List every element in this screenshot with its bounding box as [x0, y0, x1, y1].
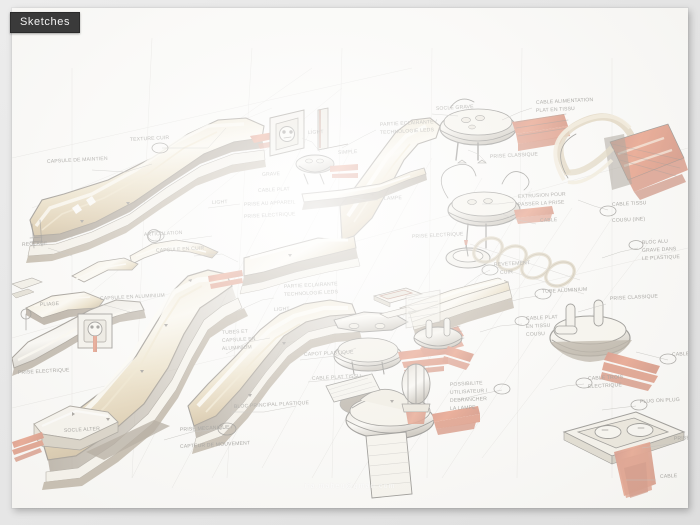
sketch-annotation: PLUG ON PLUG — [640, 397, 680, 405]
sketch-annotation: PRISE CLASSIQUE — [490, 151, 539, 160]
sketch-annotation: LE PLASTIQUE — [642, 254, 681, 262]
sketch-annotation: UTILISATEUR / — [450, 388, 488, 396]
chaise-longue-mid — [187, 299, 362, 454]
sketch-annotation: CABLE TROIS — [588, 374, 624, 382]
sketch-annotation: LIGHT — [308, 129, 324, 136]
lamp-head-left — [401, 363, 431, 424]
sketch-annotation: COUSU — [526, 331, 546, 338]
recessed-socket — [562, 411, 686, 498]
sketch-annotation: PLAT EN TISSU — [536, 106, 575, 114]
sketch-annotation: BLOC PRINCIPAL PLASTIQUE — [234, 400, 310, 410]
articulation-arm — [129, 229, 219, 265]
sketch-annotation: POSSIBILITE — [450, 380, 484, 388]
sketch-annotation: ARTICULATION — [144, 230, 183, 238]
sketch-annotation: PRISE CLASSIQUE — [610, 293, 659, 302]
sketch-annotation: PRISE MECANIQUE / — [180, 424, 234, 433]
sketch-annotation: SIMPLE — [338, 149, 358, 156]
sketch-annotation: LA LAMPE — [450, 405, 477, 412]
sketch-annotation: CUIR — [500, 269, 514, 276]
sketch-annotation: CABLE PLAT TISSU — [312, 373, 362, 382]
sketch-annotation: COUSU (INE) — [612, 216, 646, 224]
sketch-annotation: PRISE ELECTRIQUE — [412, 231, 464, 240]
sketch-annotation: TECHNOLOGIE LEDS — [380, 127, 435, 136]
sketch-annotation: LIGHT — [274, 306, 290, 313]
sketch-annotation: CAPTEUR DE MOUVEMENT — [180, 440, 251, 450]
sketch-annotation: CABLE — [660, 473, 678, 480]
sketch-annotation: CABLE PLAT — [526, 314, 558, 322]
sketch-annotation: CAPSULE EN — [222, 336, 256, 344]
chaise-longue-top-left — [26, 117, 282, 263]
sketch-annotation: PASSER LA PRISE — [518, 200, 565, 208]
sketch-annotation: CABLE — [540, 217, 558, 224]
sketch-annotation: CAPSULE DE MAINTIEN — [47, 156, 108, 165]
plug-round-bottom — [549, 299, 660, 391]
sketch-artwork: .ink { stroke:#3c3a36; fill:none; stroke… — [12, 37, 688, 499]
misc-detail-left — [12, 277, 43, 331]
plug-round-center-small — [295, 154, 358, 185]
sketch-annotation: TECHNOLOGIE LEDS — [284, 289, 339, 298]
plug-small-left — [405, 289, 474, 370]
lounger-top-center — [208, 117, 441, 295]
sketch-annotation: TEXTURE CUIR — [130, 135, 170, 143]
sketch-annotation: PRISE ELECTRIQUE — [18, 367, 70, 376]
sketch-annotation: LAMPE — [384, 195, 403, 202]
annotation-layer: TEXTURE CUIR CAPSULE DE MAINTIEN REGLAGE AR… — [18, 97, 688, 480]
sketch-annotation: EXTRUSION POUR — [518, 191, 566, 200]
sketch-annotation: DEBRANCHER — [450, 396, 488, 404]
sketch-annotation: PRISE ENCASTREE — [674, 433, 688, 442]
plug-round-top — [439, 98, 570, 164]
sketch-annotation: PRISE AU APPAREIL — [244, 199, 296, 208]
bowl-capsule-bottom — [325, 373, 480, 499]
sketch-annotation: PARTIE ECLAIRANTE — [284, 281, 339, 290]
sketch-annotation: GRAVE — [262, 171, 281, 178]
sketch-annotation: CAPSULE EN ALUMINIUM — [100, 293, 165, 302]
cable-ribbon — [553, 113, 688, 200]
sketch-annotation: CABLE ALIMENTATION — [536, 97, 594, 106]
sketch-annotation: SOCLE GRAVE — [436, 104, 475, 112]
sketch-annotation: PLIAGE — [40, 301, 60, 308]
coil-spring — [469, 236, 585, 295]
sketch-annotation: PARTIE ECLAIRANTE / — [380, 119, 438, 128]
sketch-annotation: CABLE TISSU — [672, 350, 688, 358]
sketch-annotation: SOCLE ALTER — [64, 426, 101, 434]
wall-socket-top — [269, 107, 349, 157]
wall-socket-left — [77, 313, 113, 352]
sketch-annotation: CAPOT PLASTIQUE — [304, 349, 354, 358]
sketch-annotation: PRISE ELECTRIQUE — [244, 211, 296, 220]
sketch-annotation: BLOC ALU — [642, 239, 669, 246]
sketch-annotation: CABLE PLAT — [258, 186, 290, 194]
sketch-annotation: LIGHT — [212, 199, 228, 206]
lamp-blade — [301, 167, 427, 210]
sketch-annotation: TUBE ALUMINIUM — [542, 287, 588, 295]
recessed-socket-center — [372, 287, 424, 308]
sketch-annotation: REVETEMENT — [494, 260, 531, 268]
sketch-annotation: CAPSULE EN CUIR — [156, 245, 205, 254]
sketch-annotation: ALUMINIUM — [222, 344, 252, 352]
capsule-wedge-mid — [71, 257, 139, 283]
chaise-longue-center — [12, 269, 248, 490]
sketch-annotation: CABLE TISSU — [612, 200, 647, 208]
sketch-annotation: EN TISSU — [526, 323, 551, 330]
sketch-annotation: GRAVE DANS — [642, 246, 677, 254]
sketch-annotation: REGLAGE — [22, 241, 48, 248]
sketch-annotation: TUBES ET — [222, 329, 248, 336]
sketch-annotation: ELECTRIQUE — [588, 382, 623, 390]
sketch-sheet: .ink { stroke:#3c3a36; fill:none; stroke… — [12, 8, 688, 508]
sketches-badge[interactable]: Sketches — [10, 12, 81, 33]
